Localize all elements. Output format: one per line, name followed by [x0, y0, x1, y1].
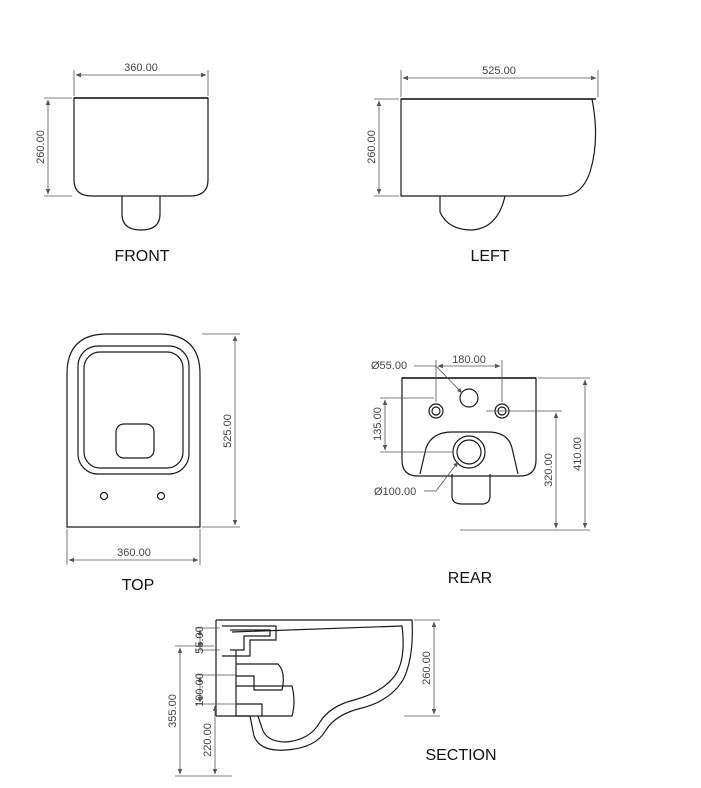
left-view-label: LEFT — [470, 248, 509, 265]
section-view: 55.00 100.00 220.00 355.00 260.00 SECTIO… — [167, 619, 497, 777]
top-width-dim: 360.00 — [117, 547, 151, 559]
rear-view-label: REAR — [448, 570, 492, 587]
section-trap-upper — [236, 663, 284, 691]
top-fixing-hole-left — [99, 491, 109, 501]
front-height-dim: 260.00 — [35, 130, 47, 164]
top-view: 525.00 360.00 TOP — [66, 333, 240, 594]
left-bowl-outline — [400, 98, 597, 197]
section-d1: 55.00 — [194, 626, 206, 654]
top-drain-opening — [115, 423, 155, 459]
rear-height-high: 410.00 — [572, 437, 584, 471]
rear-outlet-inner — [456, 439, 482, 465]
rear-dia-large: Ø100.00 — [374, 486, 416, 498]
section-inner-bowl — [231, 625, 404, 743]
rear-outline — [401, 377, 537, 477]
top-outline — [66, 333, 201, 528]
rear-dia-small: Ø55.00 — [371, 360, 407, 372]
rear-height-low: 320.00 — [543, 453, 555, 487]
front-view-label: FRONT — [114, 248, 169, 265]
section-d2: 100.00 — [194, 673, 206, 707]
rear-inlet-hole — [459, 388, 479, 408]
section-outer-shell — [216, 619, 413, 751]
rear-trap — [451, 474, 491, 505]
front-view: 360.00 260.00 FRONT — [35, 62, 209, 265]
left-trap — [439, 195, 506, 231]
left-width-dim: 525.00 — [482, 65, 516, 77]
section-d5: 260.00 — [421, 651, 433, 685]
section-view-label: SECTION — [425, 747, 496, 764]
top-seat-outer — [77, 345, 190, 475]
section-trap-lower — [236, 685, 295, 717]
rear-fixing-hole-left — [428, 403, 444, 419]
rear-offset: 135.00 — [372, 407, 384, 441]
top-height-dim: 525.00 — [222, 414, 234, 448]
top-view-label: TOP — [122, 577, 155, 594]
rear-recess — [419, 431, 519, 475]
rear-view: Ø55.00 180.00 135.00 Ø100.00 320.00 410.… — [371, 354, 590, 587]
left-height-dim: 260.00 — [366, 130, 378, 164]
section-d3: 355.00 — [167, 694, 179, 728]
rear-outlet-outer — [452, 435, 486, 469]
front-bowl-outline — [73, 97, 209, 197]
rear-spacing: 180.00 — [452, 354, 486, 366]
front-width-dim: 360.00 — [124, 62, 158, 74]
left-view: 525.00 260.00 LEFT — [366, 65, 599, 265]
top-seat-inner — [83, 351, 184, 469]
front-trap — [121, 196, 161, 231]
section-rim-channel — [222, 625, 277, 657]
top-fixing-hole-right — [156, 491, 166, 501]
section-d4: 220.00 — [202, 723, 214, 757]
